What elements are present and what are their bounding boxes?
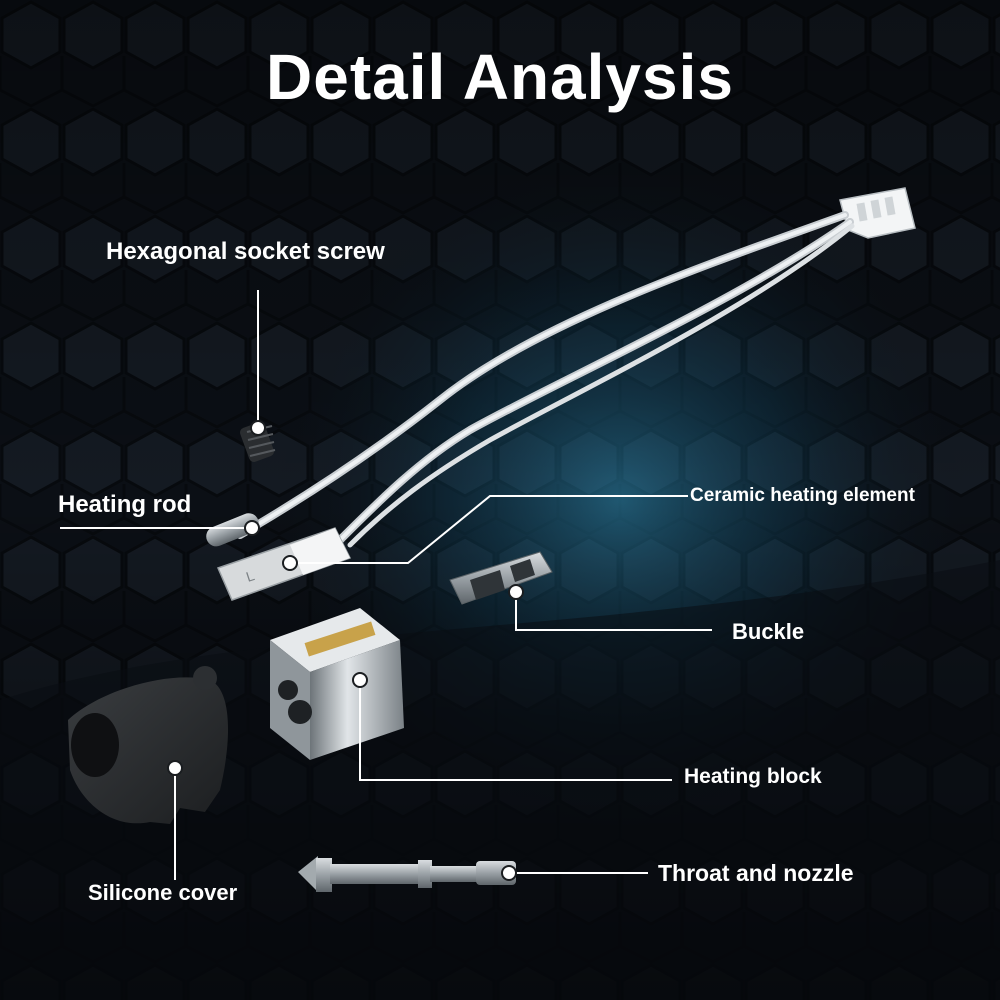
label-ceramic-heating-element: Ceramic heating element bbox=[690, 485, 915, 506]
buckle-part bbox=[449, 551, 553, 605]
page-title: Detail Analysis bbox=[266, 41, 734, 113]
label-buckle: Buckle bbox=[732, 619, 805, 644]
label-hexagonal-socket-screw: Hexagonal socket screw bbox=[106, 238, 385, 265]
label-heating-rod: Heating rod bbox=[58, 491, 192, 518]
silicone-cover-part bbox=[68, 666, 229, 824]
cable-wires bbox=[236, 211, 855, 548]
label-silicone-cover: Silicone cover bbox=[88, 880, 238, 905]
leader-heating-block bbox=[359, 680, 672, 781]
heating-block-part bbox=[270, 608, 404, 760]
leader-buckle bbox=[515, 592, 712, 631]
connector-plug bbox=[839, 187, 916, 239]
label-throat-and-nozzle: Throat and nozzle bbox=[658, 860, 854, 886]
leader-dots bbox=[167, 420, 524, 881]
leader-ceramic bbox=[290, 495, 688, 564]
heating-rod-part bbox=[206, 513, 259, 547]
leader-lines bbox=[60, 290, 712, 880]
label-heating-block: Heating block bbox=[684, 765, 822, 788]
